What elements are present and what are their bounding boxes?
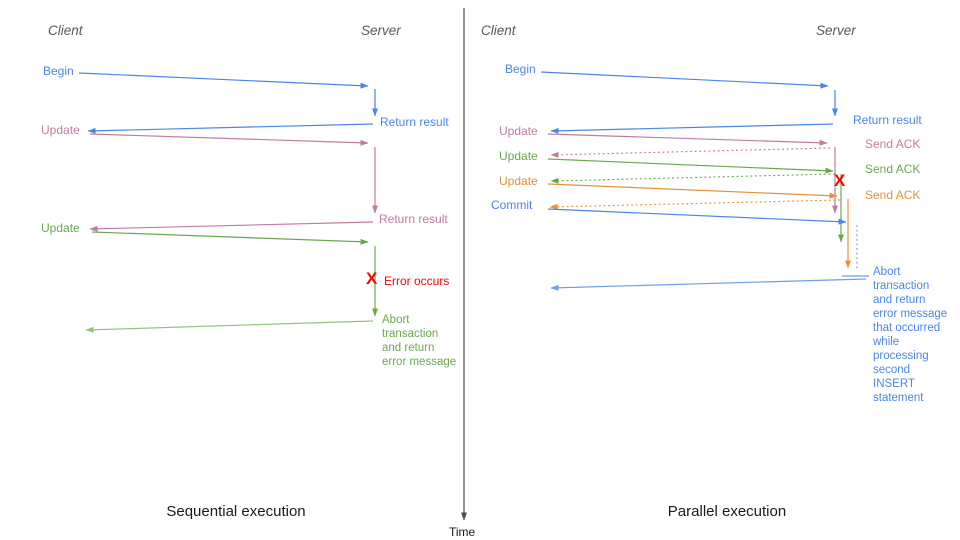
par-begin-label: Begin [505,62,536,76]
par-ack2-label: Send ACK [865,162,921,176]
par-error-x-icon: X [834,171,846,190]
par-update3-label: Update [499,174,538,188]
par-commit-request-arrow [547,208,847,225]
par-return-result-arrow [550,123,834,134]
par-update1-request-arrow [547,133,828,146]
seq-title: Sequential execution [166,503,306,520]
par-title: Parallel execution [667,503,787,520]
seq-abort-message: Abort transaction and return error messa… [382,314,457,368]
par-ack1-dotted-arrow [550,147,831,158]
par-abort-return-arrow [550,278,867,291]
seq-server-header: Server [361,23,401,38]
par-ack3-label: Send ACK [865,188,921,202]
par-ack1-label: Send ACK [865,137,921,151]
seq-return-result-1-arrow [87,123,374,134]
par-ack3-dotted-arrow [549,199,841,210]
seq-update1-label: Update [41,123,80,137]
seq-client-header: Client [48,23,83,38]
par-abort-message: Abort transaction and return error messa… [873,266,948,404]
seq-return-result-2-arrow [89,221,374,232]
par-update2-request-arrow [547,158,834,174]
seq-return2-label: Return result [379,212,448,226]
seq-abort-return-arrow [85,320,374,333]
par-update2-label: Update [499,149,538,163]
seq-begin-label: Begin [43,64,74,78]
par-return1-label: Return result [853,113,922,127]
par-begin-request-arrow [540,71,829,89]
par-client-header: Client [481,23,516,38]
par-server-header: Server [816,23,856,38]
seq-error-label: Error occurs [384,274,450,288]
seq-update1-request-arrow [89,133,369,146]
par-update1-label: Update [499,124,538,138]
seq-begin-request-arrow [78,72,369,89]
par-update3-request-arrow [547,183,838,199]
par-ack2-dotted-arrow [550,173,836,184]
time-axis-label: Time [449,525,476,539]
seq-update2-request-arrow [91,231,369,245]
par-commit-label: Commit [491,198,533,212]
seq-update2-label: Update [41,221,80,235]
seq-return1-label: Return result [380,115,449,129]
seq-error-x-icon: X [366,269,378,288]
